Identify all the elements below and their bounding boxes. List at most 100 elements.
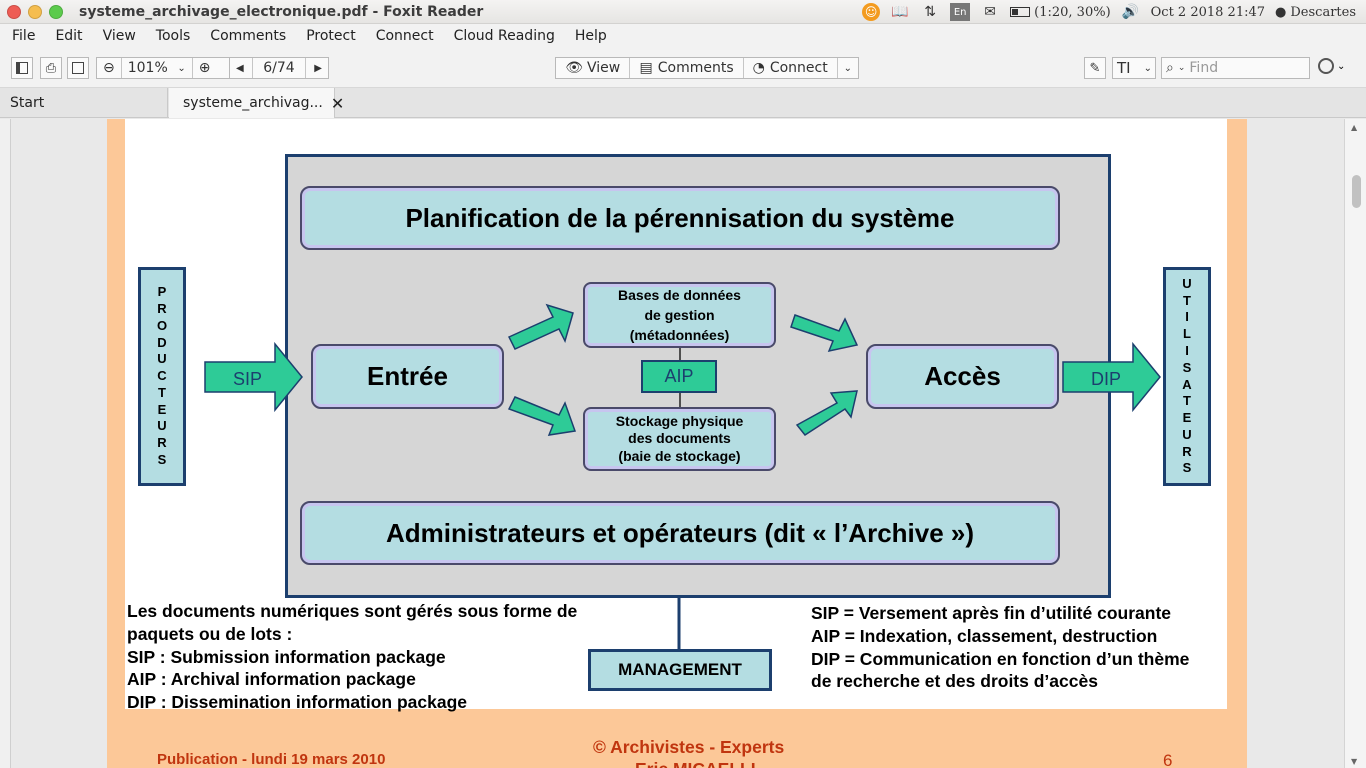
- dip-arrow: [1062, 341, 1161, 413]
- sidebar-icon: [16, 62, 28, 74]
- database-box: Bases de données de gestion (métadonnées…: [583, 282, 776, 348]
- document-viewer[interactable]: Planification de la pérennisation du sys…: [0, 119, 1366, 768]
- menu-comments[interactable]: Comments: [210, 28, 287, 44]
- keyboard-language-indicator[interactable]: En: [950, 3, 971, 21]
- utilisateurs-letter: T: [1183, 393, 1191, 409]
- producteurs-letter: C: [157, 368, 167, 384]
- text-cursor-icon: TI: [1117, 59, 1131, 77]
- management-box: MANAGEMENT: [588, 649, 772, 691]
- user-name: Descartes: [1290, 4, 1356, 20]
- zoom-level-select[interactable]: 101% ⌄: [122, 58, 192, 78]
- menu-file[interactable]: File: [12, 28, 36, 44]
- page-number-input[interactable]: 6/74: [263, 60, 295, 76]
- legend-left-line: paquets ou de lots :: [127, 623, 293, 644]
- window-minimize-button[interactable]: [28, 4, 42, 19]
- connect-icon: ◔: [752, 60, 765, 76]
- view-mode-button[interactable]: 👁 View: [556, 58, 629, 78]
- storage-line-1: Stockage physique: [615, 412, 744, 429]
- connect-mode-label: Connect: [769, 60, 828, 76]
- legend-left-line: SIP : Submission information package: [127, 646, 446, 667]
- sidebar-toggle-button[interactable]: [11, 57, 33, 79]
- title-bar: systeme_archivage_electronique.pdf - Fox…: [0, 0, 1366, 24]
- comments-mode-label: Comments: [657, 60, 734, 76]
- chevron-down-icon: ⌄: [177, 62, 186, 74]
- vertical-scrollbar[interactable]: ▲ ▼: [1344, 119, 1366, 768]
- legend-right-line: SIP = Versement après fin d’utilité cour…: [811, 603, 1172, 623]
- legend-left-line: AIP : Archival information package: [127, 669, 416, 690]
- mail-icon[interactable]: ✉: [984, 4, 996, 20]
- utilisateurs-letter: U: [1182, 426, 1192, 442]
- window-close-button[interactable]: [7, 4, 21, 19]
- left-panel-strip[interactable]: [0, 119, 11, 768]
- menu-view[interactable]: View: [102, 28, 136, 44]
- account-menu-button[interactable]: ⌄: [1318, 58, 1345, 74]
- apple-icon: ●: [1275, 4, 1287, 20]
- connect-mode-button[interactable]: ◔ Connect: [744, 58, 837, 78]
- footer-copyright: © Archivistes - Experts: [593, 737, 785, 757]
- tab-start[interactable]: Start: [0, 88, 168, 118]
- aip-box: AIP: [641, 360, 717, 393]
- menu-bar: File Edit View Tools Comments Protect Co…: [0, 24, 1366, 48]
- print-button[interactable]: ⎙: [40, 57, 62, 79]
- menu-cloud-reading[interactable]: Cloud Reading: [453, 28, 555, 44]
- producteurs-letter: U: [157, 418, 167, 434]
- menu-help[interactable]: Help: [574, 28, 607, 44]
- zoom-in-button[interactable]: ⊕: [198, 60, 211, 76]
- zoom-group: ⊖ 101% ⌄ ⊕: [96, 57, 230, 79]
- management-label: MANAGEMENT: [618, 660, 742, 679]
- next-page-button[interactable]: ▶: [314, 62, 322, 74]
- menu-tools[interactable]: Tools: [155, 28, 191, 44]
- chat-status-icon[interactable]: ☺: [862, 3, 881, 21]
- chevron-down-icon: ⌄: [1143, 62, 1152, 74]
- save-icon: [72, 62, 84, 74]
- arrow-database-to-acces: [790, 314, 859, 353]
- menu-edit[interactable]: Edit: [55, 28, 83, 44]
- database-line-1: Bases de données: [618, 287, 741, 303]
- scroll-up-icon[interactable]: ▲: [1351, 123, 1358, 132]
- clock[interactable]: Oct 2 2018 21:47: [1150, 4, 1266, 20]
- scrollbar-thumb[interactable]: [1352, 175, 1361, 208]
- printer-icon: ⎙: [45, 60, 57, 76]
- producteurs-letter: D: [157, 334, 167, 350]
- producteurs-letter: E: [157, 401, 167, 417]
- menu-connect[interactable]: Connect: [375, 28, 434, 44]
- find-field[interactable]: ⌕ ⌄ Find: [1161, 57, 1310, 79]
- producteurs-letter: U: [157, 351, 167, 367]
- text-tool-select[interactable]: TI ⌄: [1112, 57, 1156, 79]
- close-icon[interactable]: ✕: [330, 93, 345, 113]
- highlight-tool-button[interactable]: ✎: [1084, 57, 1106, 79]
- planning-label: Planification de la pérennisation du sys…: [405, 202, 955, 233]
- arrow-entree-to-storage: [507, 396, 577, 436]
- legend-left-line: DIP : Dissemination information package: [127, 692, 468, 713]
- footer-page-number: 6: [1163, 751, 1173, 768]
- producteurs-letter: P: [157, 284, 167, 300]
- utilisateurs-letter: A: [1182, 376, 1192, 392]
- network-icon[interactable]: ⇅: [924, 4, 936, 20]
- utilisateurs-letter: E: [1182, 410, 1192, 426]
- save-button[interactable]: [67, 57, 89, 79]
- tab-document-label: systeme_archivag...: [183, 95, 323, 111]
- arrow-entree-to-database: [507, 303, 574, 350]
- utilisateurs-letter: R: [1182, 443, 1192, 459]
- utilisateurs-letter: U: [1182, 275, 1192, 291]
- previous-page-button[interactable]: ◀: [236, 62, 244, 74]
- volume-icon[interactable]: 🔊: [1121, 4, 1140, 20]
- zoom-out-button[interactable]: ⊖: [103, 60, 115, 76]
- book-icon[interactable]: 📖: [891, 4, 909, 20]
- tab-document[interactable]: systeme_archivag... ✕: [169, 88, 344, 118]
- window-title: systeme_archivage_electronique.pdf - Fox…: [79, 3, 484, 20]
- ribbon-dropdown-button[interactable]: ⌄: [843, 62, 852, 74]
- utilisateurs-letter: T: [1183, 292, 1191, 308]
- user-menu[interactable]: ● Descartes: [1275, 5, 1356, 20]
- menu-protect[interactable]: Protect: [306, 28, 356, 44]
- battery-status[interactable]: (1:20, 30%): [1010, 5, 1111, 20]
- aip-label: AIP: [664, 366, 694, 386]
- scroll-down-icon[interactable]: ▼: [1351, 757, 1358, 766]
- window-maximize-button[interactable]: [49, 4, 63, 19]
- highlighter-icon: ✎: [1089, 60, 1101, 76]
- acces-box: Accès: [866, 344, 1059, 409]
- sip-arrow-label: SIP: [233, 369, 262, 389]
- footer-author: Eric MICAELLI: [635, 759, 756, 768]
- comments-mode-button[interactable]: ▤ Comments: [630, 58, 742, 78]
- toolbar: ⎙ ⊖ 101% ⌄ ⊕ ◀ 6/74 ▶ 👁 View ▤ Comments …: [0, 48, 1366, 88]
